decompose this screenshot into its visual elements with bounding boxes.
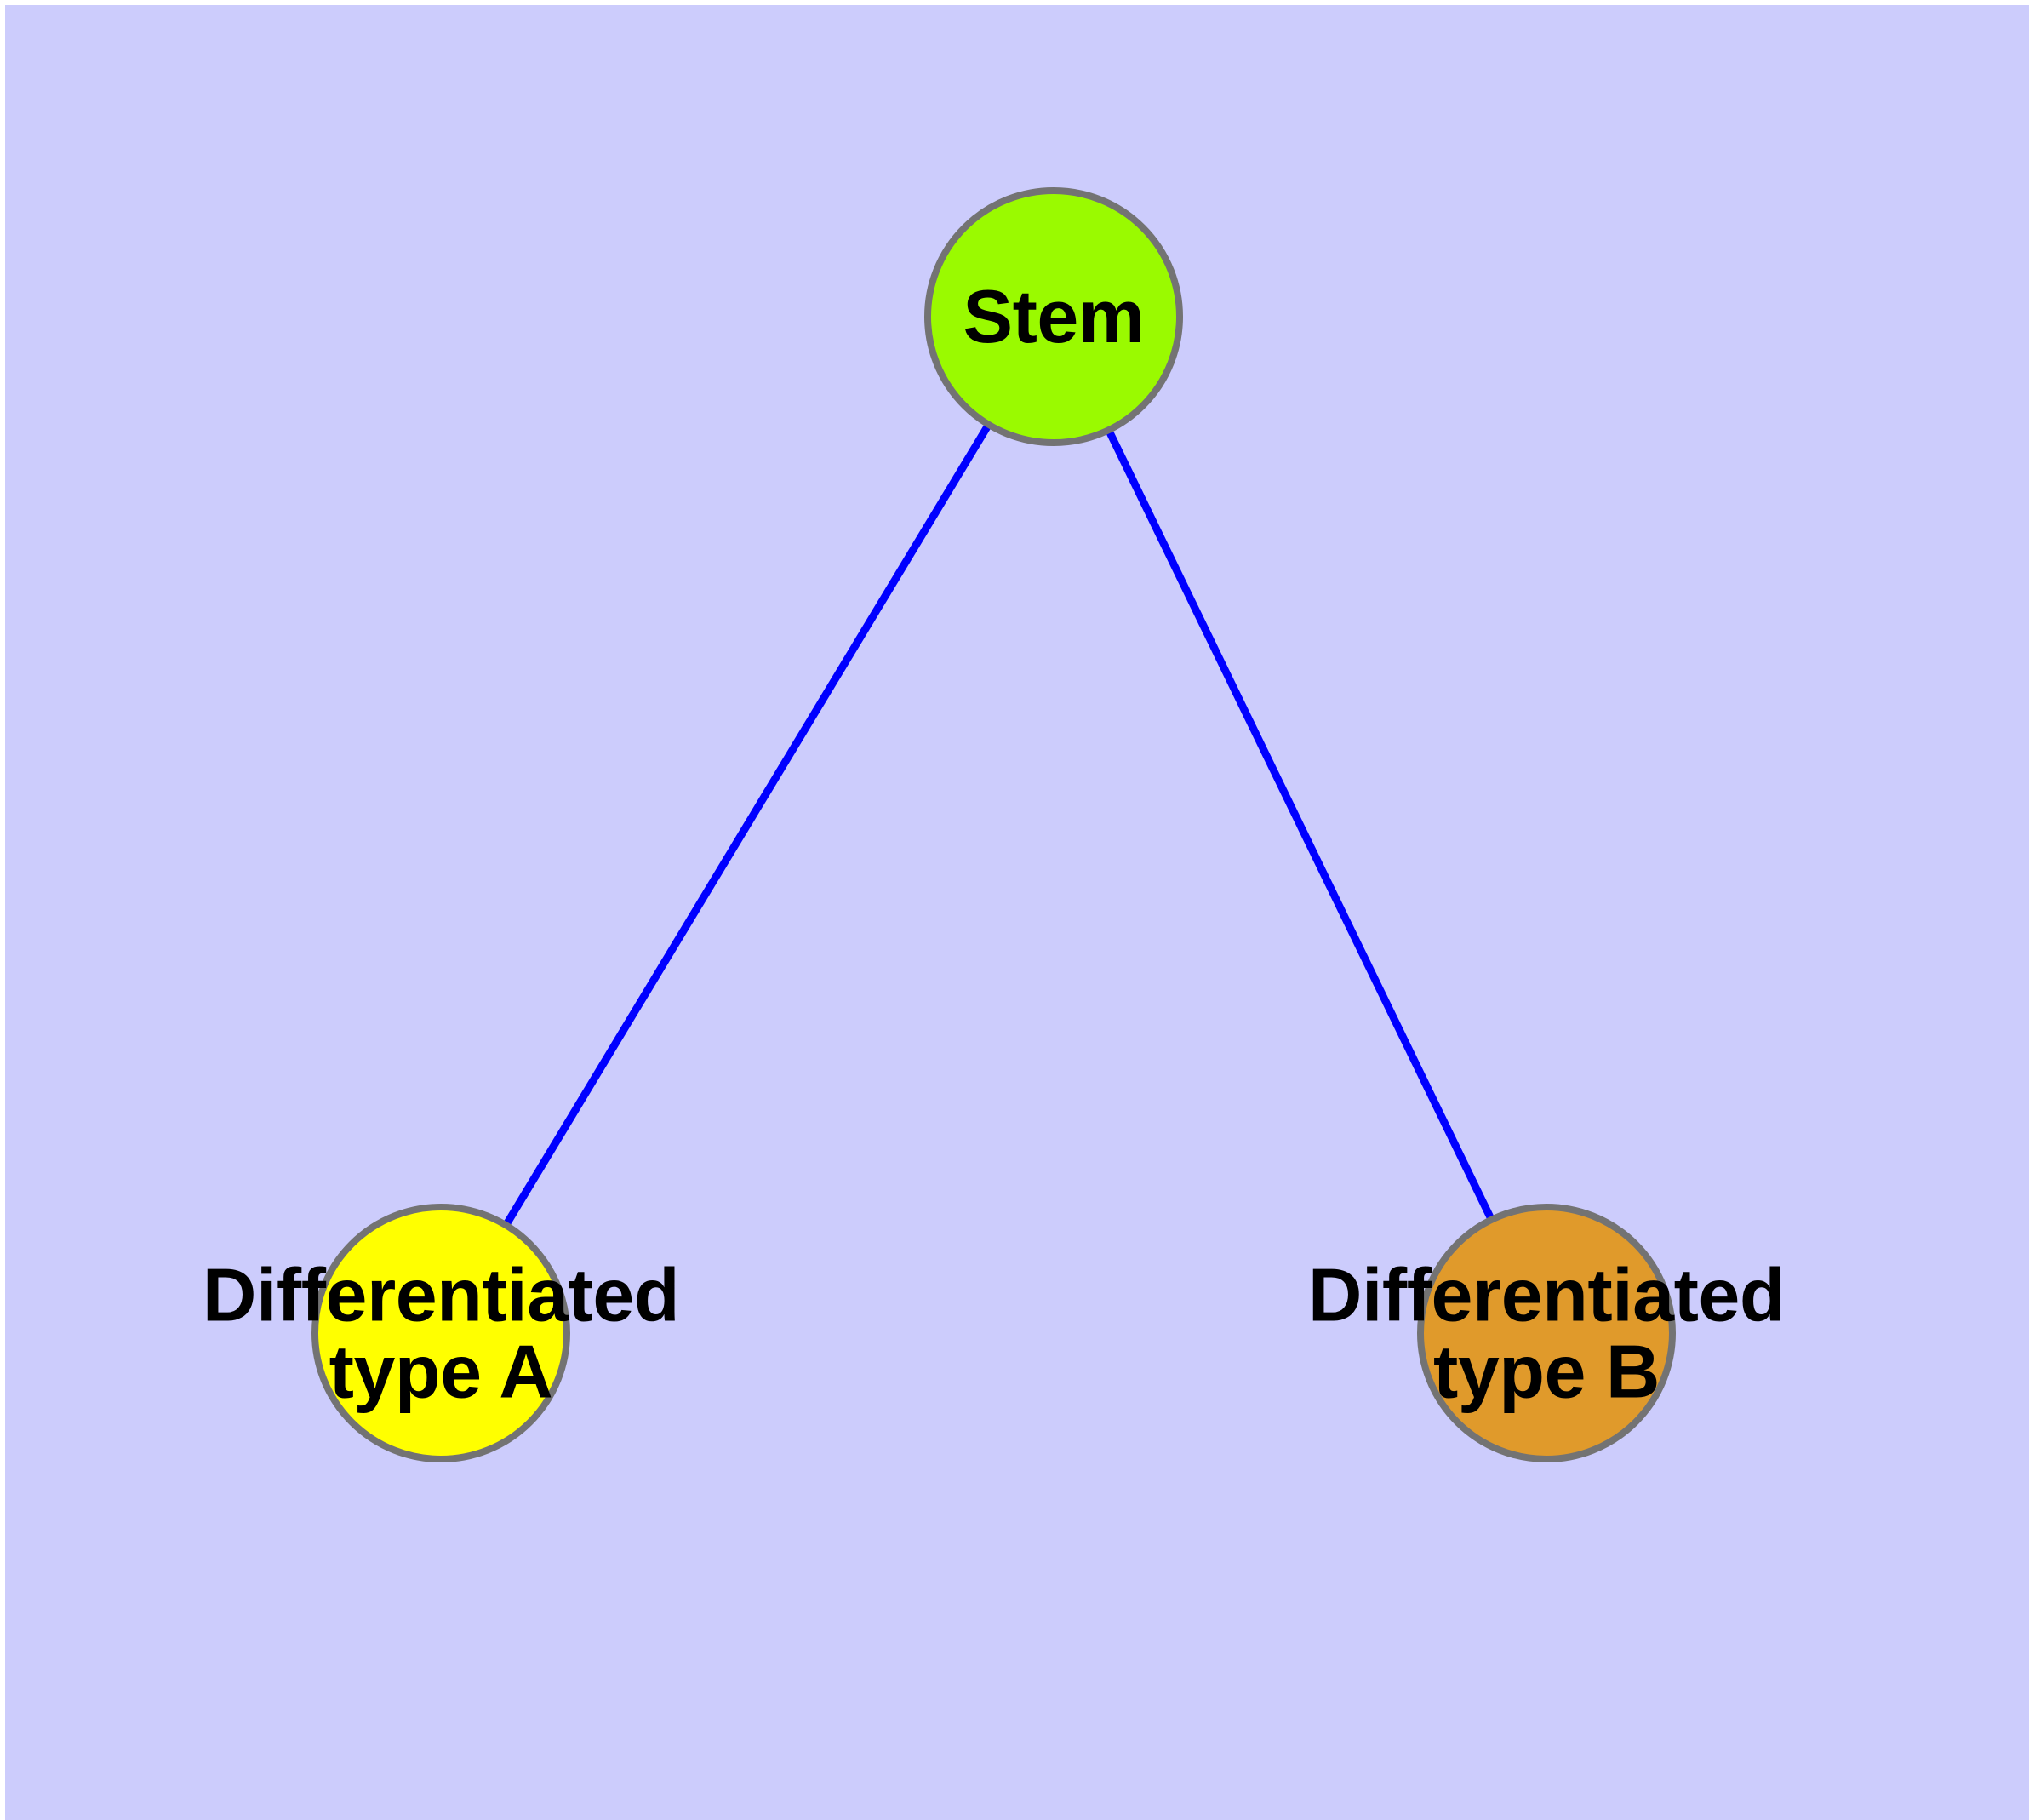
graph-node-diff-b[interactable] [1417,1204,1676,1462]
nodes-layer [311,187,1676,1462]
edges-layer [503,424,1495,1226]
graph-edge [1106,430,1495,1220]
graph-edge [503,424,992,1226]
graph-node-stem[interactable] [924,187,1183,446]
graph-node-diff-a[interactable] [311,1204,570,1462]
